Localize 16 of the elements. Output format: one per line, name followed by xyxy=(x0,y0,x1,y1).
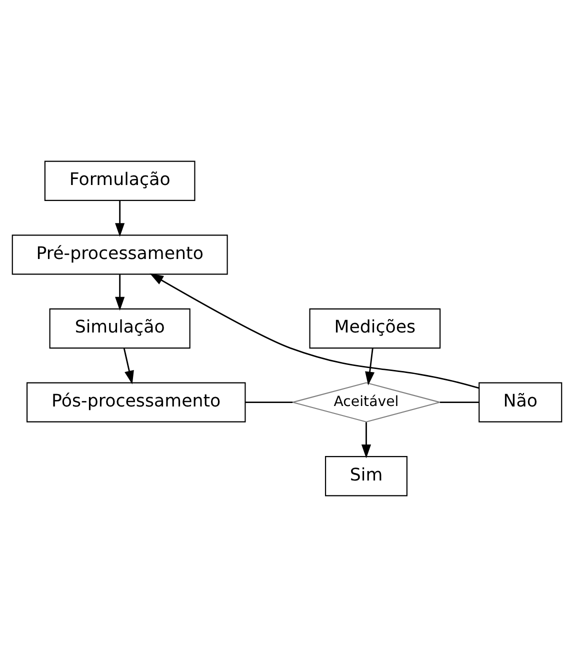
arrow xyxy=(115,274,125,311)
node-box: Pós-processamento xyxy=(26,382,246,422)
node-diamond: Aceitável xyxy=(290,382,442,422)
arrow xyxy=(123,348,134,384)
arrow xyxy=(150,273,480,389)
connector xyxy=(245,402,293,404)
node-box: Medições xyxy=(309,308,441,349)
arrow xyxy=(365,348,375,386)
node-box: Simulação xyxy=(49,308,190,349)
node-box: Pré-processamento xyxy=(12,234,228,275)
node-box: Não xyxy=(478,382,562,422)
node-box: Formulação xyxy=(44,160,196,201)
node-box: Sim xyxy=(325,456,408,496)
connector xyxy=(440,402,479,404)
arrow xyxy=(115,200,125,237)
arrow xyxy=(361,422,372,458)
